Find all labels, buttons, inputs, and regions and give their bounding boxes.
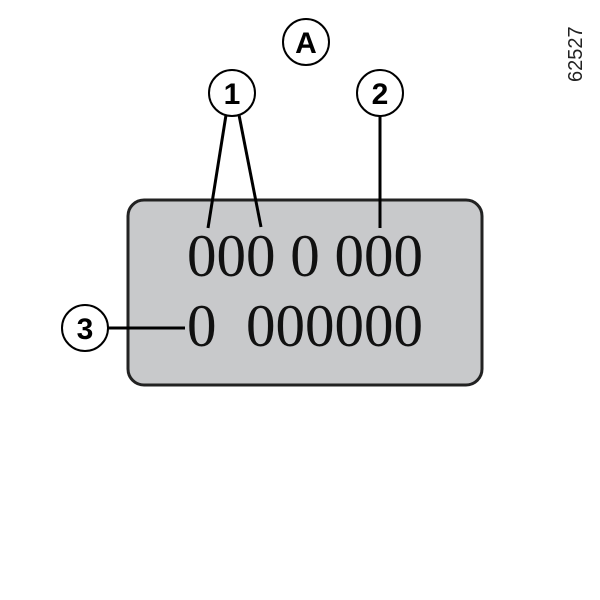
callout-2-label: 2 bbox=[372, 78, 389, 111]
registration-plate bbox=[126, 198, 484, 387]
leader-line bbox=[206, 114, 228, 229]
callout-a: A bbox=[282, 18, 330, 66]
callout-3 bbox=[61, 304, 185, 352]
callout-1-label: 1 bbox=[224, 78, 241, 111]
callout-1 bbox=[206, 69, 263, 229]
leader-line bbox=[237, 114, 263, 228]
plate-line-1: 000 0 000 bbox=[187, 223, 423, 289]
plate-line-2: 0 000000 bbox=[187, 293, 423, 359]
figure-reference-number: 62527 bbox=[565, 26, 587, 82]
callout-3-label: 3 bbox=[77, 313, 94, 346]
callout-2 bbox=[356, 69, 404, 228]
callout-a-label: A bbox=[295, 27, 317, 60]
